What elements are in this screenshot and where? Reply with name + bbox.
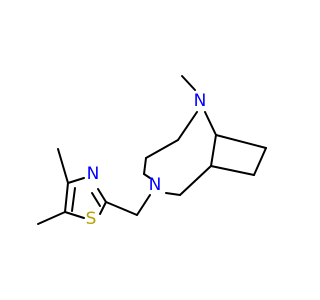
bond-c2-n3-a	[97, 188, 107, 203]
molecule-structure: N N N S	[37, 75, 267, 229]
bond-s1-c2	[99, 201, 107, 215]
structure-canvas: N N N S	[37, 75, 267, 229]
bond-n-ring-ch2	[165, 192, 181, 196]
bond-n3-c4	[67, 177, 85, 184]
thiazole-sulfur-label: S	[86, 209, 97, 229]
bond-c4-c5-a	[64, 182, 69, 213]
ring-nitrogen-label: N	[149, 175, 162, 195]
bond-c-c-5	[210, 165, 255, 176]
bond-ch2-bridgehead	[179, 165, 212, 196]
bridge-nitrogen-label: N	[194, 91, 207, 111]
bond-c-c-2	[143, 157, 147, 175]
atom-label-layer: N N N S	[86, 91, 207, 229]
bond-c-c-1	[145, 139, 179, 159]
bond-c4-c5-b	[71, 187, 76, 212]
thiazole-nitrogen-label: N	[87, 164, 100, 184]
bond-c-c-3	[215, 134, 267, 149]
bond-c5-methyl	[37, 211, 66, 225]
bond-c-c-4	[253, 147, 267, 176]
bond-c5-s1	[64, 211, 85, 219]
bond-c2-n3-b	[91, 192, 101, 207]
bond-n-bridgehead-left	[177, 111, 198, 141]
bond-c-n-ring	[143, 173, 151, 179]
bond-c4-methyl	[57, 148, 69, 184]
bond-n-ring-linker	[136, 194, 151, 216]
bond-bridgehead-right-c	[210, 134, 217, 167]
bond-linker-thiazole	[105, 201, 138, 216]
bond-layer	[37, 75, 267, 225]
bond-methyl-n	[181, 75, 196, 91]
bond-n-bridgehead-right	[204, 111, 217, 136]
